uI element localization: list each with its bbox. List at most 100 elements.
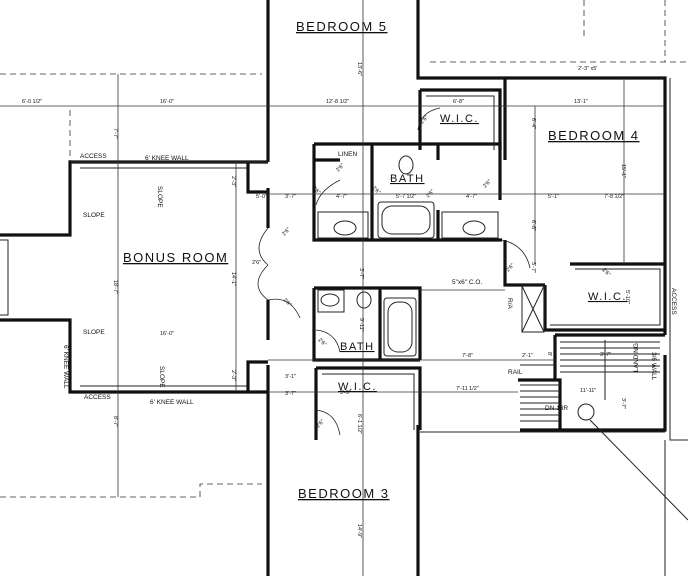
dim-text-7-8: 7'-8"	[462, 353, 473, 359]
wall-wic-lower-inner	[322, 373, 415, 430]
door-label-g: 2'6"	[419, 115, 430, 126]
room-label-bath-upper: BATH	[390, 173, 425, 185]
tub-lower-inner	[387, 301, 413, 353]
dim-text-6-1: 6'-1 1/2"	[356, 414, 362, 434]
dim-lower-row	[268, 359, 555, 393]
label-access-bottom: ACCESS	[84, 394, 111, 401]
room-label-bath-lower: BATH	[340, 341, 375, 353]
ra-cross	[521, 285, 545, 333]
vanity-lower	[317, 289, 345, 313]
label-access-right: ACCESS	[670, 288, 677, 315]
label-rail: RAIL	[508, 369, 523, 376]
dim-text-16-0-bottom: 16'-0"	[160, 331, 174, 337]
dim-text-4-7-b: 4'-7"	[466, 194, 477, 200]
dim-text-7-11: 7'-11 1/2"	[456, 386, 479, 392]
dim-text-3-7-b: 3'-7"	[358, 268, 364, 279]
dim-text-5-10: 5'-10"	[624, 290, 630, 304]
wall-corridor-right	[416, 0, 500, 576]
label-access-top: ACCESS	[80, 153, 107, 160]
wall-bedroom4	[500, 76, 667, 432]
door-label-i: 2'6"	[505, 263, 516, 274]
dim-text-8-7: 8'-7"	[112, 416, 118, 427]
wall-wic-upper-inner	[426, 95, 495, 150]
door-label-b: 2'6"	[252, 260, 261, 266]
door-swing-bath-lower	[315, 329, 341, 353]
label-knee-wall-left: 6' KNEE WALL	[62, 345, 69, 389]
door-label-a: 2'6"	[281, 227, 292, 238]
dim-text-2-3x5: 2'-3" x5'	[578, 66, 597, 72]
dim-text-3-7-c: 3'-7"	[285, 391, 296, 397]
door-label-e: 2'6"	[335, 163, 346, 174]
dim-text-3-1: 3'-1"	[285, 374, 296, 380]
dim-text-3-7-a: 3'-7"	[285, 194, 296, 200]
dim-text-14-1: 14'-1"	[230, 272, 236, 286]
dim-text-4-7-a: 4'-7"	[336, 194, 347, 200]
tub-lower	[383, 297, 417, 357]
dim-text-11-11: 11'-11"	[580, 388, 596, 394]
label-slope-2: SLOPE	[83, 329, 105, 336]
sink-upper-left	[333, 220, 357, 236]
stair-arrow	[589, 419, 688, 521]
dim-text-12-8: 12'-8 1/2"	[326, 99, 349, 105]
roof-outline-bottom	[0, 483, 262, 498]
dim-text-5-1: 5'-1"	[548, 194, 559, 200]
dim-text-3-7-f: 3'-7"	[530, 262, 536, 273]
toilet-lower	[356, 291, 372, 309]
vanity-upper	[317, 211, 369, 239]
dim-text-6-8: 6'-8"	[453, 99, 464, 105]
door-swing-bonus-left	[257, 264, 269, 301]
wall-bonus-inner-knee	[80, 167, 248, 387]
wall-wic-lower	[314, 366, 422, 440]
door-label-h: 2'6"	[482, 179, 493, 190]
room-label-bonus: BONUS ROOM	[123, 250, 228, 265]
door-swing-bath	[315, 179, 341, 206]
label-slope-1: SLOPE	[83, 212, 105, 219]
door-label-k: 2'6"	[317, 337, 328, 348]
label-slope-4: SLOPE	[158, 366, 165, 388]
tub-upper-inner	[381, 205, 431, 235]
wall-bath-upper	[312, 142, 502, 242]
tub-upper	[377, 201, 435, 239]
label-slope-3: SLOPE	[156, 186, 163, 208]
door-label-c: 2'6"	[282, 297, 293, 308]
dim-text-2-3-a: 2'-3"	[230, 176, 236, 187]
door-swing-bonus-bottom	[267, 298, 301, 319]
toilet-upper	[398, 155, 414, 175]
room-label-bedroom5: BEDROOM 5	[296, 19, 388, 34]
room-label-wic-upper: W.I.C.	[440, 113, 479, 125]
dim-text-5-0: 5'-0"	[256, 194, 267, 200]
dim-text-2-3-b: 2'-3"	[230, 370, 236, 381]
door-label-m: 2'6"	[425, 189, 436, 200]
dim-text-6-4: 6'-4"	[530, 118, 536, 129]
dim-text-9-11: 9'-11"	[358, 318, 364, 332]
sink-upper-right	[462, 220, 486, 236]
dim-text-8: 8'	[546, 352, 552, 356]
dim-text-3-7-d: 3'-7"	[600, 352, 611, 358]
door-swing-bed3	[315, 409, 341, 436]
door-label-l: 2'6"	[315, 419, 326, 430]
dim-text-13-6: 13'-6"	[356, 62, 362, 76]
dim-text-7-8-half: 7'-8 1/2"	[604, 194, 624, 200]
wall-bay	[0, 239, 9, 316]
dim-text-15-1: 15'-1"	[620, 164, 626, 178]
dim-text-6-8b: 6'-8"	[530, 220, 536, 231]
label-linen: LINEN	[338, 151, 357, 158]
dim-text-6-0: 6'-0 1/2"	[22, 99, 42, 105]
dim-text-14-9: 14'-9"	[356, 524, 362, 538]
dim-text-3-7-e: 3'-7"	[620, 398, 626, 409]
wall-right-edge	[420, 78, 688, 576]
dim-text-16-0-top: 16'-0"	[160, 99, 174, 105]
stair-treads	[520, 341, 660, 422]
wall-bonus-outer	[0, 160, 268, 394]
door-label-d: 2'6"	[311, 185, 322, 196]
room-label-wic-right: W.I.C.	[588, 291, 627, 303]
dim-text-18-7: 18'-7"	[112, 280, 118, 294]
stair-rail	[520, 340, 606, 400]
vanity-upper-r	[441, 211, 499, 239]
door-swing-wic	[417, 107, 441, 131]
stair-post	[577, 403, 595, 421]
wall-wic-right-inner	[550, 268, 661, 326]
room-label-wic-lower: W.I.C.	[338, 381, 377, 393]
dim-text-5-7: 5'-7 1/2"	[396, 194, 416, 200]
ra-box	[521, 285, 545, 333]
